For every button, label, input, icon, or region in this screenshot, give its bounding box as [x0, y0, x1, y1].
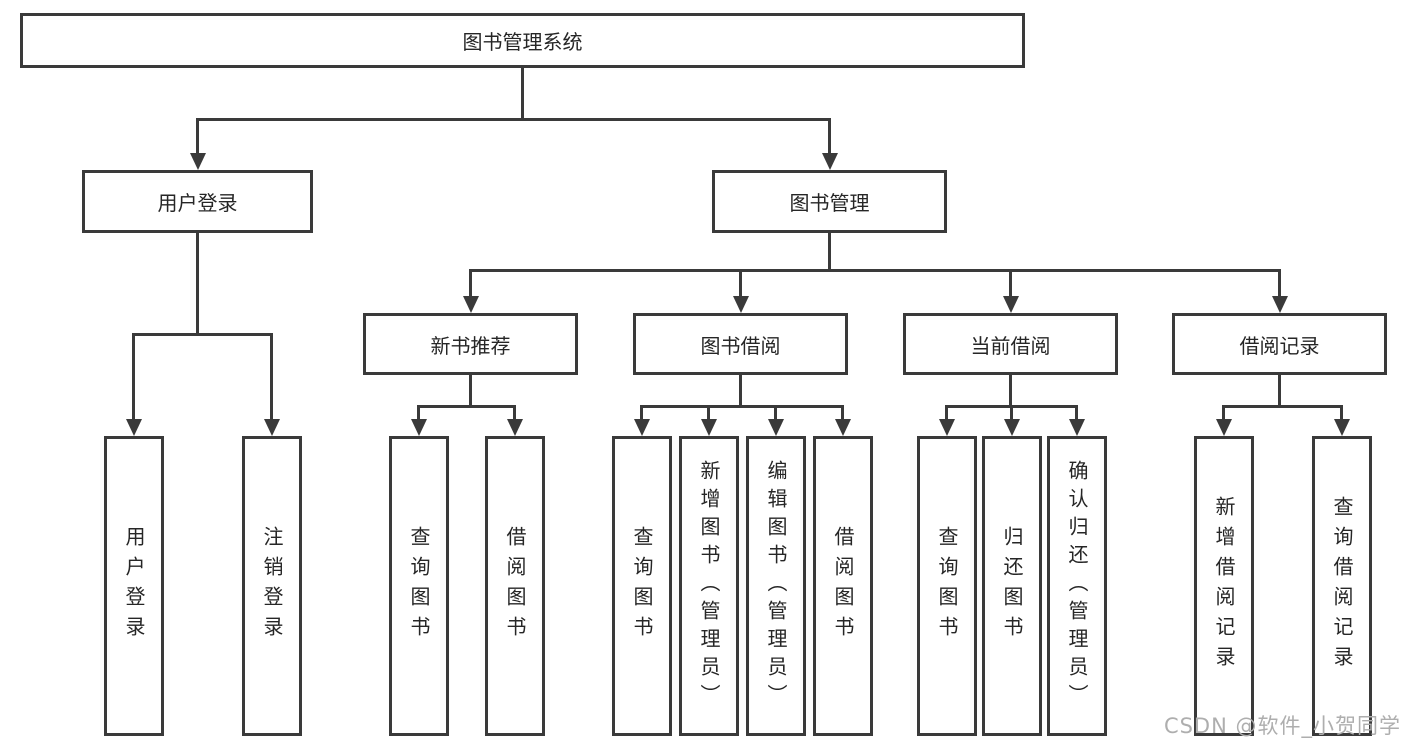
connector-line: [1278, 269, 1281, 298]
connector-line: [1009, 375, 1012, 408]
connector-line: [513, 405, 516, 421]
leaf-bb-query-books: 查询图书: [612, 436, 672, 736]
connector-line: [1010, 405, 1013, 421]
arrowhead-down-icon: [822, 153, 838, 170]
connector-line: [1075, 405, 1078, 421]
arrowhead-down-icon: [264, 419, 280, 436]
connector-line: [1009, 269, 1012, 298]
connector-line: [739, 375, 742, 408]
connector-line: [828, 233, 831, 272]
connector-line: [521, 68, 524, 121]
arrowhead-down-icon: [1334, 419, 1350, 436]
node-borrow-records: 借阅记录: [1172, 313, 1387, 375]
leaf-cb-return-books: 归还图书: [982, 436, 1042, 736]
connector-line: [132, 333, 135, 421]
arrowhead-down-icon: [634, 419, 650, 436]
arrowhead-down-icon: [1003, 296, 1019, 313]
leaf-user-login: 用户登录: [104, 436, 164, 736]
arrowhead-down-icon: [126, 419, 142, 436]
connector-line: [1278, 375, 1281, 408]
arrowhead-down-icon: [939, 419, 955, 436]
connector-line: [196, 233, 199, 336]
arrowhead-down-icon: [463, 296, 479, 313]
leaf-bb-edit-books-admin: 编辑图书（管理员）: [746, 436, 806, 736]
arrowhead-down-icon: [733, 296, 749, 313]
node-user-login: 用户登录: [82, 170, 313, 233]
arrowhead-down-icon: [768, 419, 784, 436]
leaf-cb-query-books: 查询图书: [917, 436, 977, 736]
connector-line: [469, 269, 1281, 272]
node-root: 图书管理系统: [20, 13, 1025, 68]
leaf-logout: 注销登录: [242, 436, 302, 736]
leaf-bb-borrow-books: 借阅图书: [813, 436, 873, 736]
arrowhead-down-icon: [190, 153, 206, 170]
connector-line: [196, 118, 199, 155]
leaf-nb-query-books: 查询图书: [389, 436, 449, 736]
leaf-br-add-record: 新增借阅记录: [1194, 436, 1254, 736]
node-book-management: 图书管理: [712, 170, 947, 233]
arrowhead-down-icon: [1004, 419, 1020, 436]
connector-line: [945, 405, 948, 421]
leaf-nb-borrow-books: 借阅图书: [485, 436, 545, 736]
arrowhead-down-icon: [701, 419, 717, 436]
arrowhead-down-icon: [411, 419, 427, 436]
connector-line: [640, 405, 643, 421]
connector-line: [196, 118, 831, 121]
leaf-br-query-record: 查询借阅记录: [1312, 436, 1372, 736]
connector-line: [707, 405, 710, 421]
connector-line: [417, 405, 420, 421]
node-book-borrow: 图书借阅: [633, 313, 848, 375]
connector-line: [1222, 405, 1225, 421]
arrowhead-down-icon: [1272, 296, 1288, 313]
node-new-book-recommend: 新书推荐: [363, 313, 578, 375]
connector-line: [469, 269, 472, 298]
leaf-bb-add-books-admin: 新增图书（管理员）: [679, 436, 739, 736]
arrowhead-down-icon: [835, 419, 851, 436]
leaf-cb-confirm-return-admin: 确认归还（管理员）: [1047, 436, 1107, 736]
arrowhead-down-icon: [507, 419, 523, 436]
connector-line: [132, 333, 273, 336]
arrowhead-down-icon: [1216, 419, 1232, 436]
connector-line: [1340, 405, 1343, 421]
connector-line: [640, 405, 843, 408]
connector-line: [841, 405, 844, 421]
connector-line: [774, 405, 777, 421]
node-current-borrow: 当前借阅: [903, 313, 1118, 375]
csdn-watermark: CSDN @软件_小贺同学: [1163, 714, 1401, 738]
connector-line: [739, 269, 742, 298]
connector-line: [417, 405, 516, 408]
connector-line: [828, 118, 831, 155]
connector-line: [270, 333, 273, 421]
connector-line: [1222, 405, 1343, 408]
connector-line: [469, 375, 472, 408]
arrowhead-down-icon: [1069, 419, 1085, 436]
